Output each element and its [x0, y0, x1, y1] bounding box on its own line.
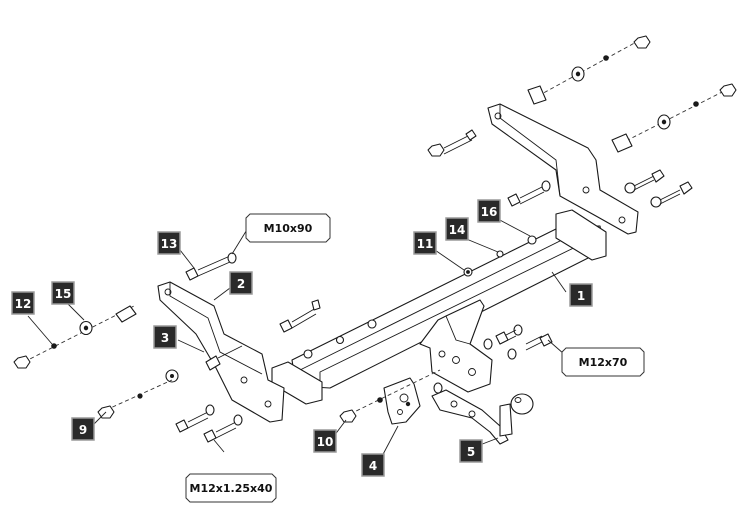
badge-part-9-label: 9 [79, 423, 87, 437]
callout-m12x70-label: M12x70 [579, 356, 628, 369]
callout-m10x90-label: M10x90 [264, 222, 313, 235]
badge-part-15-label: 15 [55, 287, 72, 301]
badge-part-2-label: 2 [237, 277, 245, 291]
badge-part-1-label: 1 [577, 289, 585, 303]
badge-part-15: 15 [51, 281, 75, 305]
callout-m12x125x40: M12x1.25x40 [185, 473, 277, 503]
badge-part-13-label: 13 [161, 237, 178, 251]
upper-right-fasteners [427, 35, 737, 208]
badge-part-9: 9 [71, 417, 95, 441]
left-fasteners [13, 252, 321, 443]
badge-part-11-label: 11 [417, 237, 434, 251]
badge-part-11: 11 [413, 231, 437, 255]
badge-part-5-label: 5 [467, 445, 475, 459]
badge-part-2: 2 [229, 271, 253, 295]
badge-part-12-label: 12 [15, 297, 32, 311]
center-coupling-bracket [419, 299, 493, 393]
crossbar-fasteners [303, 235, 537, 359]
left-side-bracket [157, 281, 285, 423]
center-fasteners [339, 324, 553, 423]
badge-part-4-label: 4 [369, 459, 377, 473]
badge-part-10: 10 [313, 429, 337, 453]
callout-m12x70: M12x70 [561, 347, 645, 377]
badge-part-14: 14 [445, 217, 469, 241]
right-side-bracket [487, 103, 639, 235]
badge-part-1: 1 [569, 283, 593, 307]
callout-m12x125x40-label: M12x1.25x40 [190, 482, 273, 495]
tow-ball [431, 389, 534, 445]
badge-part-14-label: 14 [449, 223, 466, 237]
callout-m10x90: M10x90 [245, 213, 331, 243]
main-crossbar [271, 209, 607, 405]
badge-part-12: 12 [11, 291, 35, 315]
socket-plate [383, 377, 421, 425]
leader-lines [27, 217, 567, 461]
badge-part-4: 4 [361, 453, 385, 477]
badge-part-3: 3 [153, 325, 177, 349]
badge-part-3-label: 3 [161, 331, 169, 345]
badge-part-16-label: 16 [481, 205, 498, 219]
badge-part-10-label: 10 [317, 435, 334, 449]
badge-part-16: 16 [477, 199, 501, 223]
badge-part-5: 5 [459, 439, 483, 463]
badge-part-13: 13 [157, 231, 181, 255]
